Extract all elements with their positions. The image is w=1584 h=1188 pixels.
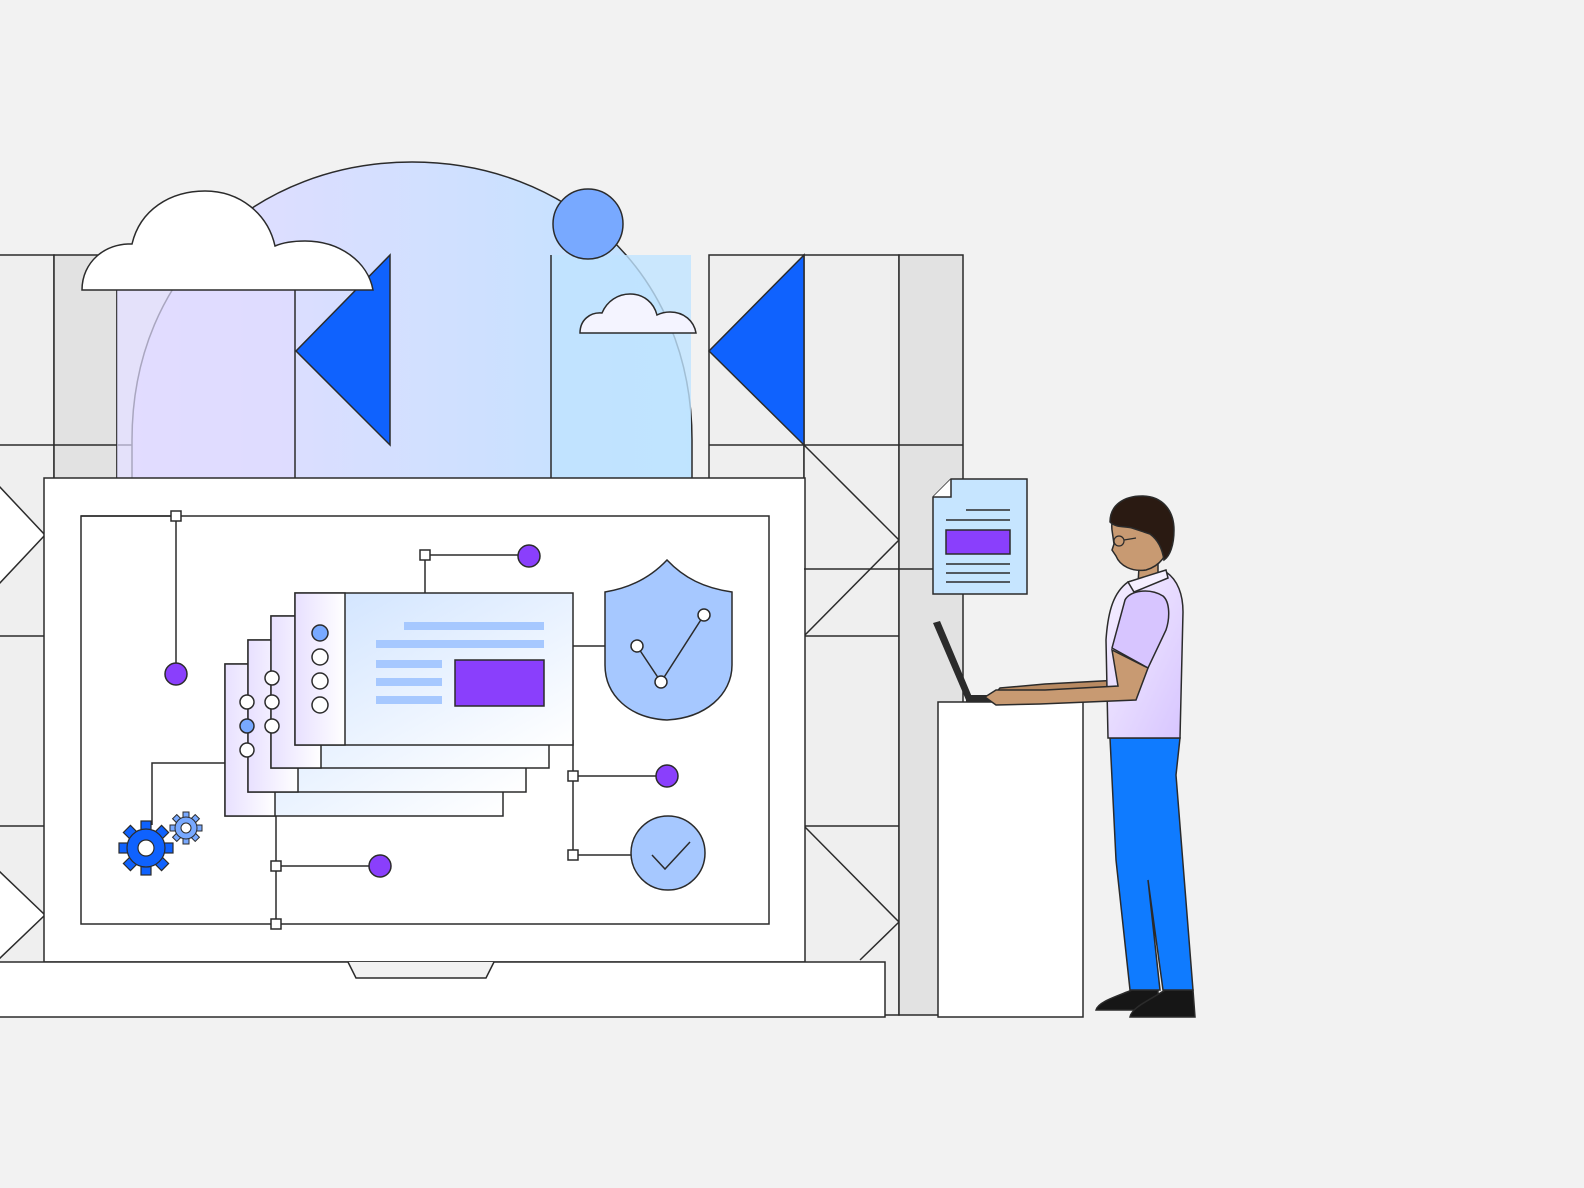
blue-triangle-decoration [294, 253, 391, 447]
person-sleeve [1111, 590, 1170, 670]
person-pants [1109, 737, 1194, 991]
window-highlight-block [454, 659, 545, 707]
window-content-lines [376, 622, 544, 704]
person-arm [983, 648, 1149, 706]
checkmark-icon [630, 815, 706, 891]
person-hair [1109, 495, 1175, 562]
arch-column [551, 255, 691, 480]
laptop-notch [347, 961, 495, 979]
blue-triangle-decoration [707, 253, 805, 447]
document-icon [932, 478, 1028, 595]
purple-node-dots [164, 544, 679, 878]
arch-column [117, 282, 295, 480]
person-collar [1126, 569, 1169, 593]
person-figure [983, 495, 1196, 1018]
shield-chart-points [630, 608, 711, 689]
window-list-bullets [239, 624, 329, 758]
connector-nodes [170, 510, 579, 930]
gear-icon [169, 811, 203, 845]
cloud-icon [579, 293, 697, 334]
person-glasses [1113, 535, 1137, 547]
standing-desk [937, 701, 1084, 1018]
gear-icon [118, 820, 174, 876]
person-shoe [1129, 989, 1196, 1018]
shield-icon [604, 558, 733, 721]
stacked-windows [224, 592, 574, 817]
decorative-circle [552, 188, 624, 260]
checkmark-stroke [651, 841, 691, 871]
cloud-icon [81, 190, 374, 291]
diagram-connectors [81, 515, 665, 924]
